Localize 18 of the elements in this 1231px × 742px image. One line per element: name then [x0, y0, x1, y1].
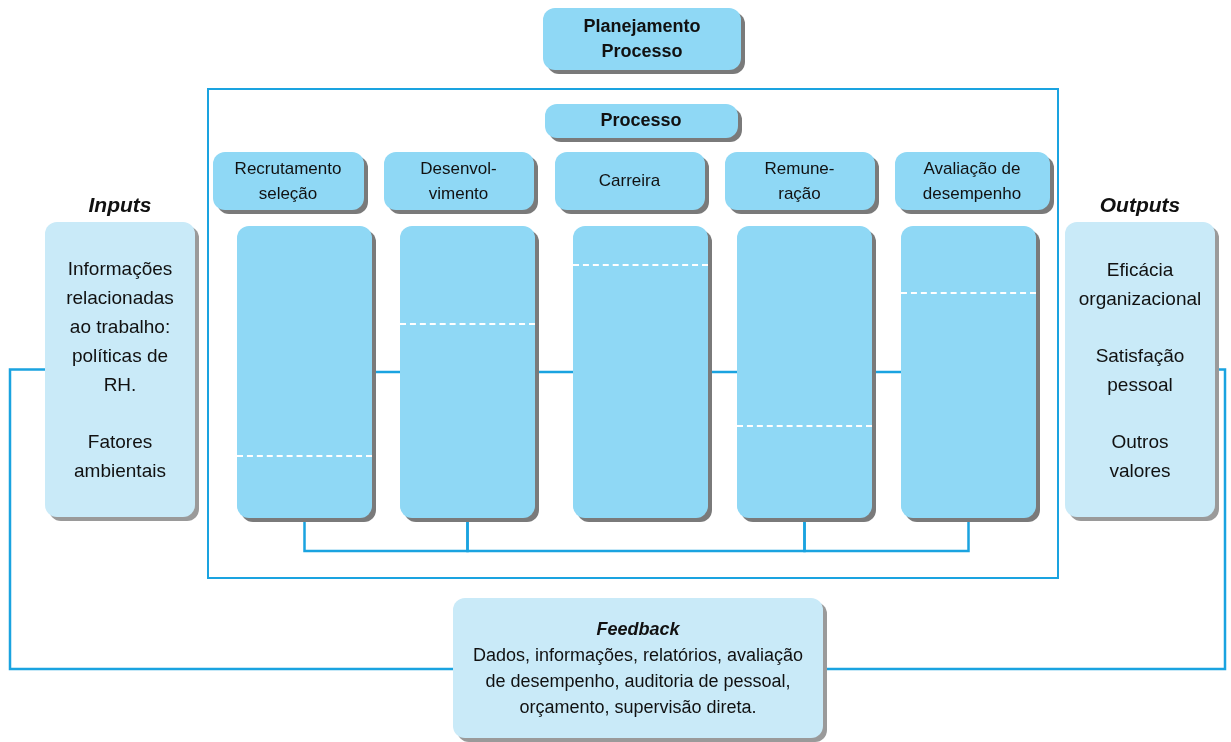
panel-text: Satisfação pessoal	[1094, 343, 1186, 397]
connector-line	[8, 368, 453, 671]
box-label: Desenvol- vimento	[419, 157, 498, 205]
panel-text: Outros valores	[1108, 429, 1172, 483]
panel-text: Eficácia organizacional	[1078, 257, 1202, 311]
box-label: Planejamento Processo	[582, 15, 702, 63]
box-label: Avaliação de desempenho	[921, 157, 1023, 205]
box-label: Carreira	[597, 170, 662, 192]
panel-text: Fatores ambientais	[73, 430, 167, 483]
box-label: Processo	[600, 109, 682, 132]
panel-text: Dados, informações, relatórios, avaliação de desempenho, auditoria de pessoal, orçamento, supervisão direta.	[471, 644, 805, 719]
process-frame	[207, 88, 1059, 579]
panel-heading: Feedback	[596, 618, 680, 641]
panel-heading: Outputs	[1098, 192, 1182, 218]
box-label: Remune- ração	[763, 157, 836, 205]
box-label: Recrutamento seleção	[233, 157, 343, 205]
panel-text: Informações relacionadas ao trabalho: políticas de RH.	[65, 257, 175, 397]
panel-heading: Inputs	[87, 192, 153, 218]
